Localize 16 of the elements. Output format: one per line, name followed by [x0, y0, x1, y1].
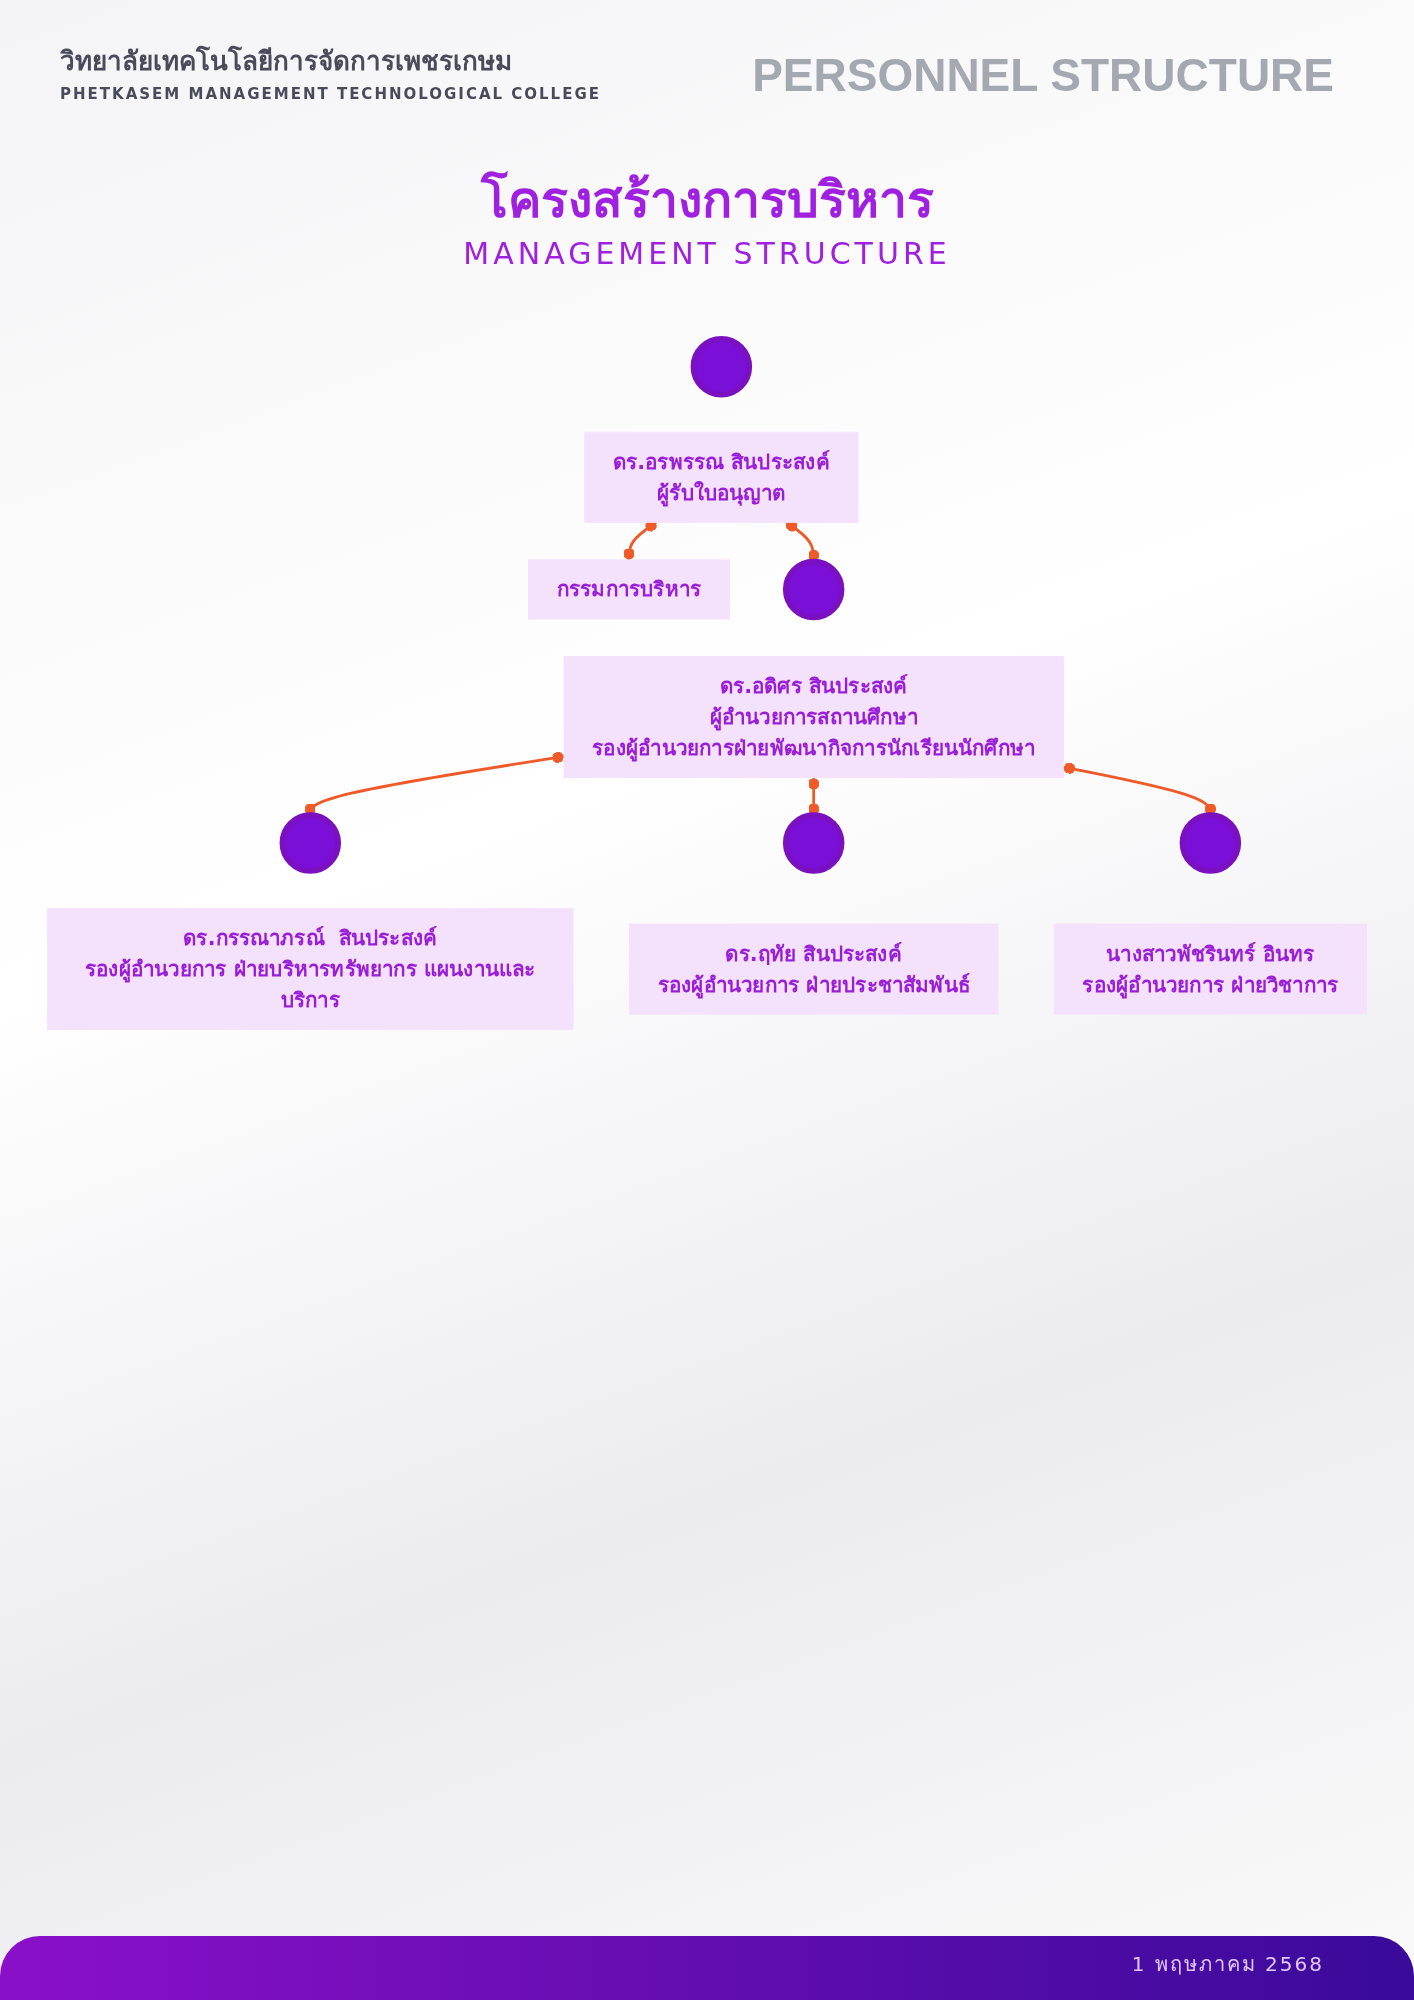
subtitle: MANAGEMENT STRUCTURE: [462, 236, 952, 271]
title: โครงสร้างการบริหาร: [479, 170, 935, 231]
date-text: 1 พฤษภาคม 2568: [1131, 1951, 1324, 1978]
node-circle: [279, 812, 342, 874]
node-box: ดร.ฤทัย สินประสงค์ รองผู้อำนวยการ ฝ่ายประชาสัมพันธ์: [628, 923, 999, 1015]
college-name: วิทยาลัยเทคโนโลยีการจัดการเพชรเกษม: [60, 44, 513, 78]
node-box: ดร.อดิศร สินประสงค์ ผู้อำนวยการสถานศึกษา รองผู้อำนวยการฝ่ายพัฒนากิจการนักเรียนนักศึกษา: [563, 656, 1064, 779]
node-circle: [1179, 812, 1242, 874]
college-name-english: PHETKASEM MANAGEMENT TECHNOLOGICAL COLLEGE: [60, 85, 601, 103]
node-circle: [690, 336, 753, 398]
node-box: ดร.กรรณาภรณ์ สินประสงค์ รองผู้อำนวยการ ฝ่ายบริหารทรัพยากร แผนงานและบริการ: [47, 908, 574, 1031]
page-heading: PERSONNEL STRUCTURE: [752, 48, 1334, 102]
node-circle: [782, 558, 845, 621]
node-box: ดร.อรพรรณ สินประสงค์ ผู้รับใบอนุญาต: [584, 431, 859, 523]
node-circle: [782, 812, 845, 874]
node-box: กรรมการบริหาร: [528, 559, 730, 620]
